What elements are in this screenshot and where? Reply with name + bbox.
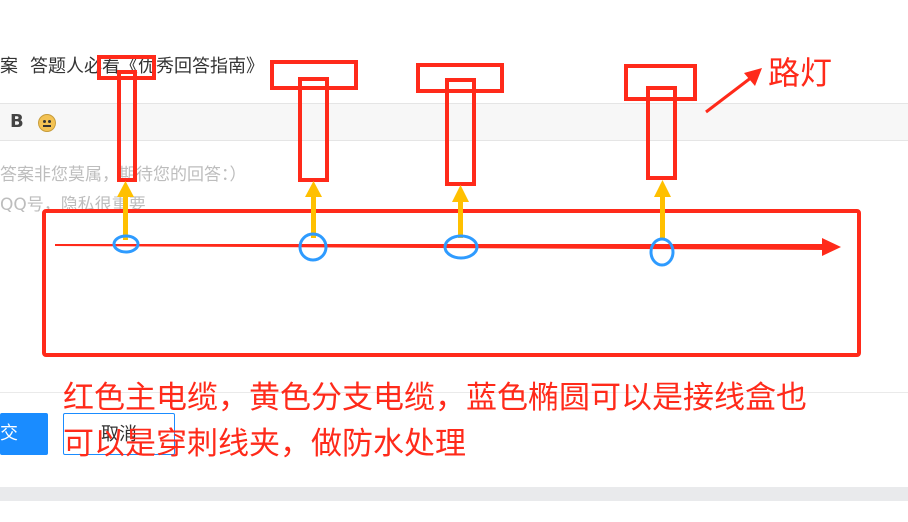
junction-ellipse-2 [298,232,328,262]
junction-ellipse-4 [649,237,675,267]
junction-ellipse-3 [443,234,479,260]
street-lamp-2 [270,60,358,182]
main-cable-line [55,244,826,250]
lamp-pointer-line [705,75,753,114]
answer-placeholder[interactable]: 答案非您莫属，期待您的回答：） [0,165,247,185]
divider [0,392,908,393]
branch-cable-4 [654,180,671,239]
branch-cable-2 [305,181,322,238]
answer-guide-link[interactable]: 答题人必看《优秀回答指南》 [30,56,264,77]
street-lamp-4 [624,64,697,180]
annotation-note-line2: 可以是穿刺线夹，做防水处理 [63,426,466,462]
bold-button[interactable]: B [10,111,24,132]
street-lamp-3 [416,63,504,186]
street-lamp-1 [97,55,156,182]
annotation-note-line1: 红色主电缆，黄色分支电缆，蓝色椭圆可以是接线盒也 [63,380,807,416]
main-cable-frame [42,209,861,357]
submit-button[interactable]: 交 [0,413,48,455]
main-cable-arrowhead [822,238,841,256]
footer-bar [0,487,908,501]
junction-ellipse-1 [112,234,140,254]
emoji-icon[interactable] [38,114,56,132]
cancel-button[interactable]: 取消 [63,413,175,455]
editor-toolbar [0,103,908,141]
header-fragment: 案 [0,56,18,77]
lamp-pointer-arrowhead [744,68,762,86]
branch-cable-3 [452,185,469,238]
street-lamp-label: 路灯 [768,54,833,92]
branch-cable-1 [117,181,134,240]
